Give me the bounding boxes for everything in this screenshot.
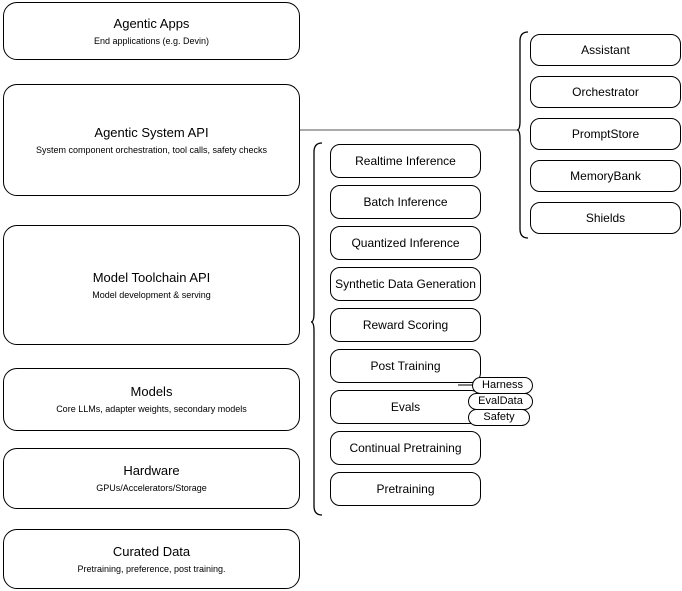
layer-subtitle: Pretraining, preference, post training.: [77, 563, 226, 574]
capability-label: Batch Inference: [363, 194, 448, 209]
capability-label: Post Training: [370, 358, 441, 373]
layer-title: Agentic System API: [94, 124, 209, 140]
component-box-memorybank[interactable]: MemoryBank: [530, 160, 681, 192]
layer-subtitle: Core LLMs, adapter weights, secondary mo…: [56, 404, 247, 414]
component-box-shields[interactable]: Shields: [530, 202, 681, 234]
component-label: Shields: [585, 210, 626, 225]
component-label: Assistant: [581, 42, 630, 57]
capability-label: Evals: [390, 399, 421, 414]
evals-pill-harness[interactable]: Harness: [472, 377, 533, 394]
layer-subtitle: GPUs/Accelerators/Storage: [96, 483, 207, 493]
capability-box-pretraining[interactable]: Pretraining: [330, 472, 481, 506]
capability-box-realtime-inference[interactable]: Realtime Inference: [330, 144, 481, 178]
capability-box-evals[interactable]: Evals: [330, 390, 481, 424]
layer-subtitle: Model development & serving: [92, 289, 211, 300]
layer-box-model-toolchain-api[interactable]: Model Toolchain API Model development & s…: [3, 225, 300, 345]
capability-label: Continual Pretraining: [349, 440, 462, 455]
evals-pill-label: Safety: [483, 411, 515, 423]
capability-label: Synthetic Data Generation: [335, 276, 476, 291]
layer-title: Model Toolchain API: [92, 269, 211, 285]
capability-label: Pretraining: [376, 481, 435, 496]
capability-label: Reward Scoring: [362, 317, 449, 332]
capability-label: Quantized Inference: [351, 235, 460, 250]
capability-box-post-training[interactable]: Post Training: [330, 349, 481, 383]
component-label: PromptStore: [571, 126, 640, 141]
capability-box-synthetic-data-generation[interactable]: Synthetic Data Generation: [330, 267, 481, 301]
capability-box-batch-inference[interactable]: Batch Inference: [330, 185, 481, 219]
evals-pill-label: EvalData: [478, 395, 523, 407]
capability-box-quantized-inference[interactable]: Quantized Inference: [330, 226, 481, 260]
layer-title: Hardware: [123, 463, 180, 478]
layer-subtitle: System component orchestration, tool cal…: [35, 144, 268, 155]
layer-title: Curated Data: [112, 543, 191, 559]
component-box-orchestrator[interactable]: Orchestrator: [530, 76, 681, 108]
capability-box-reward-scoring[interactable]: Reward Scoring: [330, 308, 481, 342]
layer-subtitle: End applications (e.g. Devin): [93, 35, 210, 46]
layer-box-agentic-system-api[interactable]: Agentic System API System component orche…: [3, 84, 300, 196]
evals-pill-safety[interactable]: Safety: [468, 409, 530, 426]
layer-title: Agentic Apps: [113, 15, 190, 31]
capability-box-continual-pretraining[interactable]: Continual Pretraining: [330, 431, 481, 465]
layer-title: Models: [130, 384, 173, 399]
component-box-assistant[interactable]: Assistant: [530, 34, 681, 66]
evals-pill-evaldata[interactable]: EvalData: [468, 393, 533, 410]
component-label: MemoryBank: [570, 168, 641, 183]
component-label: Orchestrator: [572, 84, 639, 99]
component-box-promptstore[interactable]: PromptStore: [530, 118, 681, 150]
evals-pill-label: Harness: [482, 379, 523, 391]
capability-label: Realtime Inference: [355, 153, 456, 168]
